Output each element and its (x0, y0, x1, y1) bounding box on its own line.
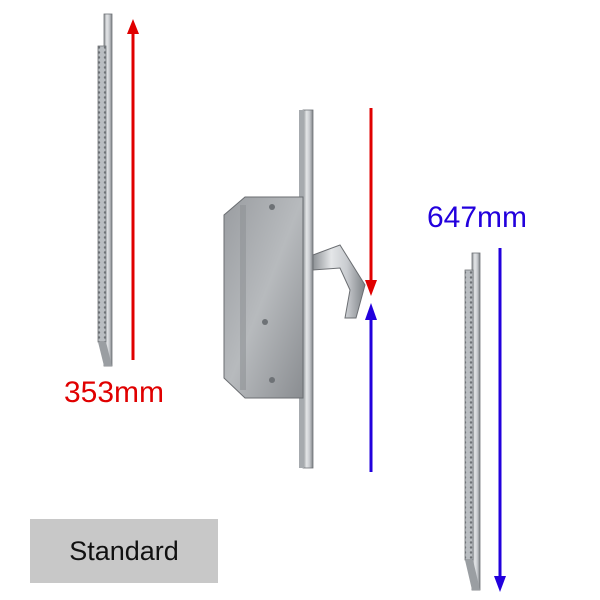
top-extension-rod (97, 13, 113, 367)
bottom-extension-rod (464, 252, 481, 591)
bottom-length-arrow (494, 248, 506, 592)
top-length-arrow (127, 19, 139, 360)
variant-badge: Standard (30, 519, 218, 583)
centre-bottom-arrow (365, 303, 377, 472)
lock-case (223, 109, 366, 469)
variant-label: Standard (69, 535, 179, 566)
top-length-label: 353mm (64, 376, 165, 409)
centre-top-arrow (365, 108, 377, 296)
bottom-length-label: 647mm (427, 201, 528, 234)
